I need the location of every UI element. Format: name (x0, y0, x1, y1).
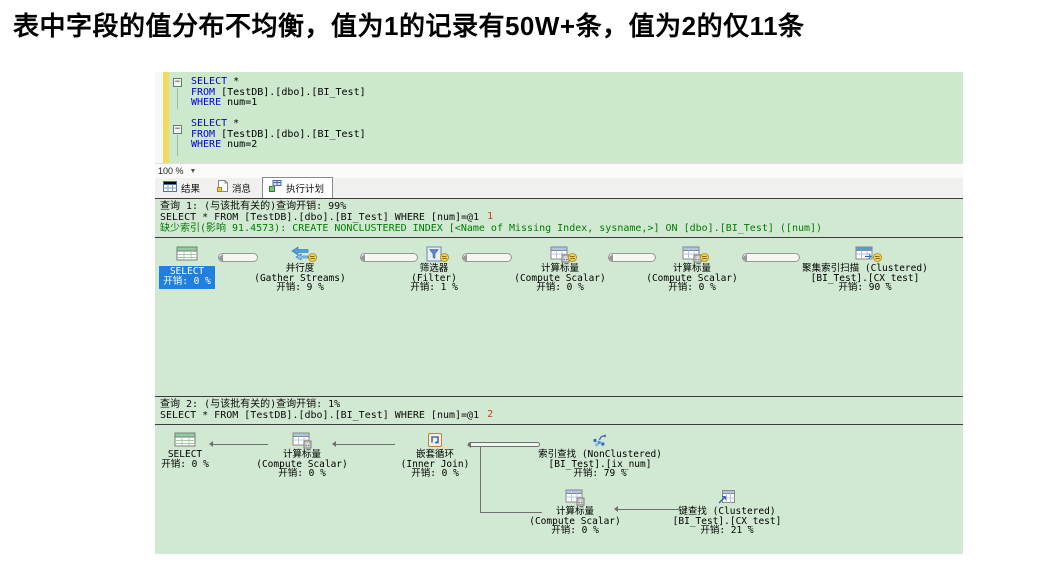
sql-line: WHERE num=2 (191, 139, 258, 150)
outline-guide (177, 88, 178, 109)
clustered-index-scan-icon (790, 246, 940, 264)
data-flow-arrow (332, 441, 395, 447)
key-lookup-icon (652, 489, 802, 507)
plan-node-clustered-index-scan[interactable]: 聚集索引扫描 (Clustered) [BI_Test].[CX_test] 开… (790, 246, 940, 293)
filter-icon (389, 246, 479, 264)
parallelism-badge-icon (568, 253, 577, 265)
plan-node-filter[interactable]: 筛选器 (Filter) 开销: 1 % (389, 246, 479, 293)
selected-node-highlight: SELECT 开销: 0 % (159, 266, 215, 289)
results-tab-bar: 结果 消息 执行计划 (155, 177, 963, 198)
query1-plan-canvas: SELECT 开销: 0 % 并行度 (Gather Streams) 开销: … (155, 238, 963, 396)
parallelism-badge-icon (308, 253, 317, 265)
sql-line: WHERE num=1 (191, 97, 258, 108)
query1-statement-line: SELECT * FROM [TestDB].[dbo].[BI_Test] W… (160, 211, 494, 223)
parallelism-badge-icon (440, 253, 449, 265)
data-flow-arrow (209, 441, 268, 447)
plan-node-compute-scalar[interactable]: 计算标量 (Compute Scalar) 开销: 0 % (247, 432, 357, 479)
tab-messages[interactable]: 消息 (211, 178, 259, 198)
plan-node-index-seek[interactable]: 索引查找 (NonClustered) [BI_Test].[ix_num] 开… (515, 432, 685, 479)
zoom-level-value[interactable]: 100 % (158, 166, 184, 176)
ssms-content: − − SELECT * FROM [TestDB].[dbo].[BI_Tes… (155, 72, 963, 554)
sql-line: FROM [TestDB].[dbo].[BI_Test] (191, 128, 366, 140)
branch-connector-line (480, 512, 542, 513)
change-tracking-bar (163, 72, 169, 163)
result-grid-icon (155, 432, 215, 450)
parallelism-badge-icon (873, 253, 882, 265)
tab-execution-plan[interactable]: 执行计划 (262, 177, 334, 198)
query1-header: 查询 1: (与该批有关的)查询开销: 99% SELECT * FROM [T… (155, 199, 963, 238)
plan-node-select[interactable]: SELECT 开销: 0 % (155, 432, 215, 469)
sql-line: FROM [TestDB].[dbo].[BI_Test] (191, 86, 366, 98)
tab-label: 结果 (181, 184, 201, 195)
query1-missing-index-line[interactable]: 缺少索引(影响 91.4573): CREATE NONCLUSTERED IN… (160, 223, 823, 234)
plan-node-compute-scalar[interactable]: 计算标量 (Compute Scalar) 开销: 0 % (520, 489, 630, 536)
query2-cost-line: 查询 2: (与该批有关的)查询开销: 1% (160, 399, 341, 410)
compute-scalar-icon (247, 432, 357, 450)
gather-streams-icon (245, 246, 355, 264)
collapse-toggle-icon[interactable]: − (173, 77, 182, 87)
query2-header: 查询 2: (与该批有关的)查询开销: 1% SELECT * FROM [Te… (155, 396, 963, 425)
tab-label: 执行计划 (286, 183, 325, 195)
tab-label: 消息 (232, 183, 252, 195)
compute-scalar-icon (637, 246, 747, 264)
data-flow-arrow (360, 253, 418, 262)
outline-guide (177, 135, 178, 156)
zoom-control-row: 100 % ▼ (155, 163, 963, 178)
messages-icon (217, 180, 229, 195)
sql-code-area[interactable]: − − SELECT * FROM [TestDB].[dbo].[BI_Tes… (169, 72, 963, 163)
sql-line: SELECT * (191, 76, 240, 87)
query1-cost-line: 查询 1: (与该批有关的)查询开销: 99% (160, 201, 347, 212)
chevron-down-icon[interactable]: ▼ (189, 167, 197, 175)
data-flow-arrow (218, 253, 258, 262)
data-flow-arrow (742, 253, 800, 262)
data-flow-arrow (462, 253, 512, 262)
plan-node-key-lookup[interactable]: 键查找 (Clustered) [BI_Test].[CX_test] 开销: … (652, 489, 802, 536)
parallelism-badge-icon (700, 253, 709, 265)
plan-node-select[interactable]: SELECT 开销: 0 % (157, 246, 217, 289)
nested-loops-icon (385, 432, 485, 450)
query1-marker: 1 (487, 211, 494, 222)
result-grid-icon (157, 246, 217, 264)
execution-plan-icon (269, 180, 282, 195)
plan-node-nested-loops[interactable]: 嵌套循环 (Inner Join) 开销: 0 % (385, 432, 485, 479)
sql-line: SELECT * (191, 118, 240, 129)
query2-statement-line: SELECT * FROM [TestDB].[dbo].[BI_Test] W… (160, 409, 494, 421)
query2-marker: 2 (487, 409, 494, 420)
index-seek-icon (515, 432, 685, 450)
page-title: 表中字段的值分布不均衡，值为1的记录有50W+条，值为2的仅11条 (13, 11, 805, 41)
compute-scalar-icon (505, 246, 615, 264)
data-flow-arrow (608, 253, 656, 262)
collapse-toggle-icon[interactable]: − (173, 124, 182, 134)
data-flow-arrow (614, 506, 679, 512)
plan-node-gather-streams[interactable]: 并行度 (Gather Streams) 开销: 9 % (245, 246, 355, 293)
plan-node-compute-scalar[interactable]: 计算标量 (Compute Scalar) 开销: 0 % (505, 246, 615, 293)
results-grid-icon (163, 181, 177, 195)
sql-line (169, 109, 963, 120)
execution-plan-panel: 查询 1: (与该批有关的)查询开销: 99% SELECT * FROM [T… (155, 198, 963, 554)
data-flow-arrow (467, 441, 540, 448)
sql-editor[interactable]: − − SELECT * FROM [TestDB].[dbo].[BI_Tes… (155, 72, 963, 163)
tab-results[interactable]: 结果 (157, 179, 208, 198)
plan-node-compute-scalar[interactable]: 计算标量 (Compute Scalar) 开销: 0 % (637, 246, 747, 293)
query2-plan-canvas: SELECT 开销: 0 % 计算标量 (Compute Scalar) 开销:… (155, 425, 963, 557)
compute-scalar-icon (520, 489, 630, 507)
branch-connector-line (480, 447, 481, 512)
editor-gutter (155, 72, 163, 163)
